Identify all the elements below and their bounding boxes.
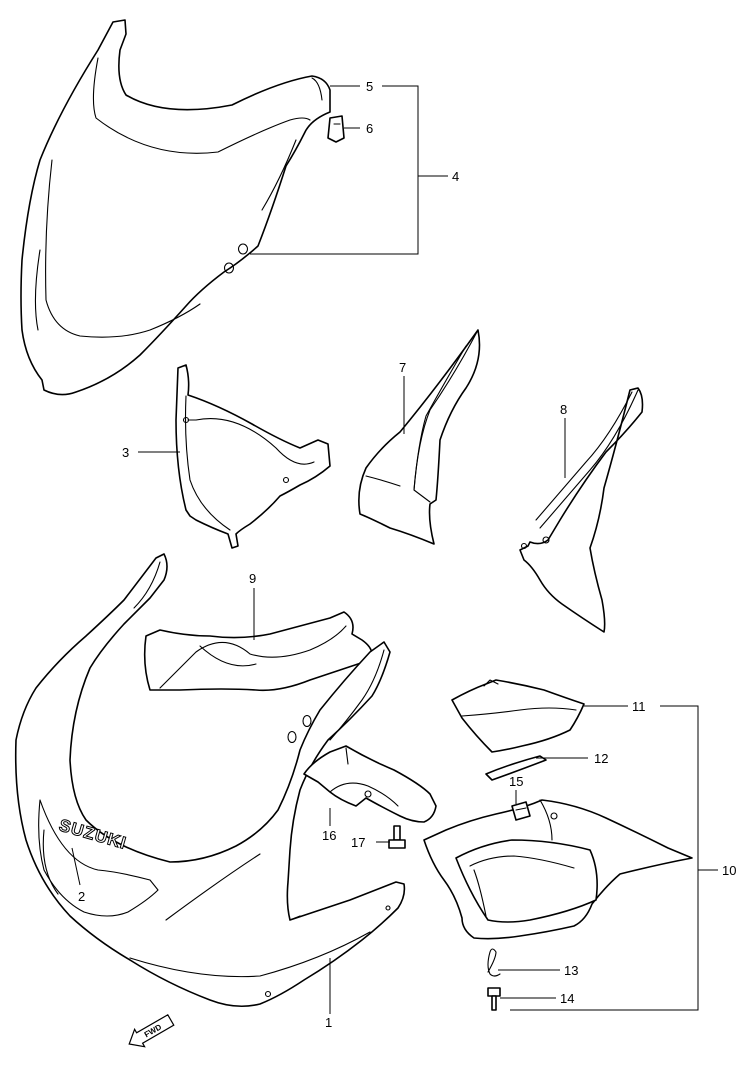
callout-1: 1 xyxy=(325,1015,332,1030)
callout-15: 15 xyxy=(509,774,523,789)
callout-10: 10 xyxy=(722,863,736,878)
forward-direction-arrow-icon: FWD xyxy=(128,1013,175,1048)
callout-17: 17 xyxy=(351,835,365,850)
callout-11: 11 xyxy=(632,699,646,714)
callout-7: 7 xyxy=(399,360,406,375)
spring-clip-part-13 xyxy=(487,948,501,977)
callout-2: 2 xyxy=(78,889,85,904)
strip-part-12 xyxy=(485,755,547,781)
callout-labels: 5 6 4 3 7 8 9 11 12 15 16 17 10 2 13 14 … xyxy=(78,79,736,1030)
callout-9: 9 xyxy=(249,571,256,586)
callout-5: 5 xyxy=(366,79,373,94)
callout-8: 8 xyxy=(560,402,567,417)
lower-cowl-part-10 xyxy=(423,799,693,940)
screw-part-14 xyxy=(487,987,501,1011)
callout-13: 13 xyxy=(564,963,578,978)
callout-6: 6 xyxy=(366,121,373,136)
side-panel-part-8 xyxy=(519,387,644,633)
clip-part-6 xyxy=(327,115,345,143)
windscreen-part xyxy=(20,19,331,396)
callout-14: 14 xyxy=(560,991,574,1006)
main-fairing-part-1 xyxy=(14,553,406,1008)
lid-part-11 xyxy=(451,679,585,753)
upper-inner-panel-part-9 xyxy=(143,611,373,692)
leader-lines xyxy=(71,85,718,1014)
callout-16: 16 xyxy=(322,828,336,843)
callout-12: 12 xyxy=(594,751,608,766)
side-panel-part-7 xyxy=(358,329,481,545)
clip-part-15 xyxy=(511,801,531,821)
inner-panel-part-3 xyxy=(175,364,331,549)
callout-3: 3 xyxy=(122,445,129,460)
bracket-part-16 xyxy=(303,745,437,823)
bolt-part-17 xyxy=(388,825,406,849)
callout-4: 4 xyxy=(452,169,459,184)
